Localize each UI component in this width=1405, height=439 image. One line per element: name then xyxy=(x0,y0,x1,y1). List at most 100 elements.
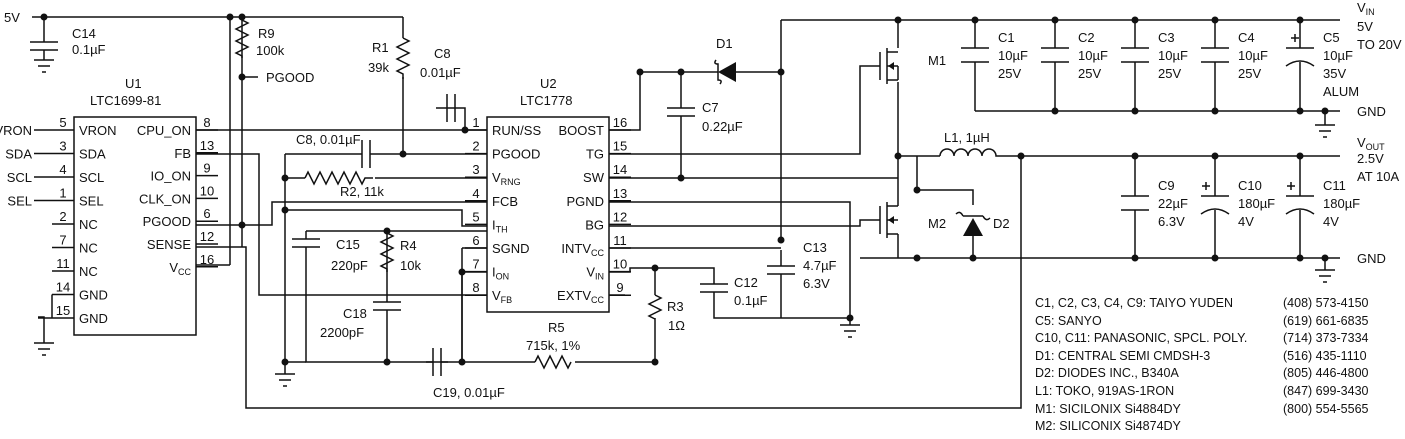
vendor-row: C5: SANYO(619) 661-6835 xyxy=(1035,313,1395,331)
d1-label: D1 xyxy=(716,36,733,51)
junction-dots xyxy=(40,13,1329,366)
u2-left-pin-number: 8 xyxy=(472,280,479,295)
m1-label: M1 xyxy=(928,53,946,68)
c4-label: C4 xyxy=(1238,30,1255,45)
u1-left-pin-name: SDA xyxy=(79,147,106,162)
r5-symbol xyxy=(534,354,572,370)
c5-label: C5 xyxy=(1323,30,1340,45)
c11-voltage: 4V xyxy=(1323,214,1339,229)
l1-label: L1, 1µH xyxy=(944,130,990,145)
c18-symbol xyxy=(373,276,401,320)
vendor-phone: (847) 699-3430 xyxy=(1283,383,1369,398)
u1-right-pin-number: 8 xyxy=(203,115,210,130)
vendor-phone: (408) 573-4150 xyxy=(1283,296,1369,310)
u2-left-pin-number: 7 xyxy=(472,257,479,272)
c10-voltage: 4V xyxy=(1238,214,1254,229)
c7-value: 0.22µF xyxy=(702,119,743,134)
gnd-bottom-label: GND xyxy=(1357,251,1386,266)
c19-label: C19, 0.01µF xyxy=(433,385,505,400)
u2-left-pin-number: 4 xyxy=(472,186,479,201)
d2-label: D2 xyxy=(993,216,1010,231)
c2-value: 10µF xyxy=(1078,48,1108,63)
vendor-row: C1, C2, C3, C4, C9: TAIYO YUDEN(408) 573… xyxy=(1035,295,1395,313)
u2-right-pins: 16BOOST15TG14SW13PGND12BG11INTVCC10VIN9E… xyxy=(557,115,631,305)
u1-left-pin-name: VRON xyxy=(79,123,117,138)
u2-left-pin-number: 2 xyxy=(472,139,479,154)
u2-ref: U2 xyxy=(540,76,557,91)
vin-label: VIN xyxy=(1357,0,1375,17)
c2-voltage: 25V xyxy=(1078,66,1101,81)
symbols xyxy=(30,18,1335,387)
r9-value: 100k xyxy=(256,43,285,58)
pgood-net-label: PGOOD xyxy=(266,70,314,85)
u1-left-pin-name: GND xyxy=(79,288,108,303)
u1-net-label: SEL xyxy=(7,194,32,209)
u1-left-pin-name: GND xyxy=(79,311,108,326)
u1-left-pin: 2NC xyxy=(52,209,98,232)
gnd-top-label: GND xyxy=(1357,104,1386,119)
vendor-row: D1: CENTRAL SEMI CMDSH-3(516) 435-1110 xyxy=(1035,348,1395,366)
c14-symbol xyxy=(30,41,58,51)
u1-left-pin-name: NC xyxy=(79,217,98,232)
c13-symbol xyxy=(767,265,795,280)
u1-right-pin-number: 12 xyxy=(200,229,214,244)
c4-voltage: 25V xyxy=(1238,66,1261,81)
u2-right-pin-name: BOOST xyxy=(558,123,604,138)
u1-right-pin-number: 9 xyxy=(203,161,210,176)
r3-value: 1Ω xyxy=(668,318,685,333)
c8b-symbol xyxy=(361,140,383,168)
u1-left-pin-number: 3 xyxy=(59,139,66,154)
c5-value: 10µF xyxy=(1323,48,1353,63)
c13-value: 4.7µF xyxy=(803,258,837,273)
c10-value: 180µF xyxy=(1238,196,1275,211)
u2-chip: U2 LTC1778 xyxy=(486,76,610,313)
vendor-phone: (714) 373-7334 xyxy=(1283,331,1369,346)
u2-right-pin-number: 16 xyxy=(613,115,627,130)
u1-right-pin-number: 6 xyxy=(203,206,210,221)
u1-right-pin-name: PGOOD xyxy=(143,214,191,229)
c2-symbol xyxy=(1041,47,1069,63)
vendor-parts: M1: SICILONIX Si4884DY xyxy=(1035,401,1181,416)
vendor-row: C10, C11: PANASONIC, SPCL. POLY.(714) 37… xyxy=(1035,330,1395,348)
u2-right-pin-number: 13 xyxy=(613,186,627,201)
d2-symbol xyxy=(955,211,991,236)
u1-right-pin-name: SENSE xyxy=(147,237,191,252)
u2-right-pin-number: 10 xyxy=(613,257,627,272)
u2-left-pin-number: 1 xyxy=(472,115,479,130)
c8a-value: 0.01µF xyxy=(420,65,461,80)
r9-label: R9 xyxy=(258,26,275,41)
c1-value: 10µF xyxy=(998,48,1028,63)
c8a-label: C8 xyxy=(434,46,451,61)
r5-label: R5 xyxy=(548,320,565,335)
u2-right-pin-number: 15 xyxy=(613,139,627,154)
c9-label: C9 xyxy=(1158,178,1175,193)
c15-label: C15 xyxy=(336,237,360,252)
c13-voltage: 6.3V xyxy=(803,276,830,291)
u1-ref: U1 xyxy=(125,76,142,91)
ground-symbol xyxy=(275,373,295,387)
u2-right-pin-name: SW xyxy=(583,170,605,185)
u2-left-pin-name: VFB xyxy=(492,288,512,305)
u1-right-pin-number: 10 xyxy=(200,183,214,198)
c13-label: C13 xyxy=(803,240,827,255)
vendor-parts: C5: SANYO xyxy=(1035,313,1102,328)
u2-right-pin-name: INTVCC xyxy=(561,241,604,258)
c19-symbol xyxy=(426,348,448,376)
c10-label: C10 xyxy=(1238,178,1262,193)
d1-symbol xyxy=(708,59,736,85)
u1-left-pin: 5VRONVRON xyxy=(0,115,117,138)
u1-left-pin-number: 14 xyxy=(56,280,70,295)
c1-symbol xyxy=(961,47,989,63)
